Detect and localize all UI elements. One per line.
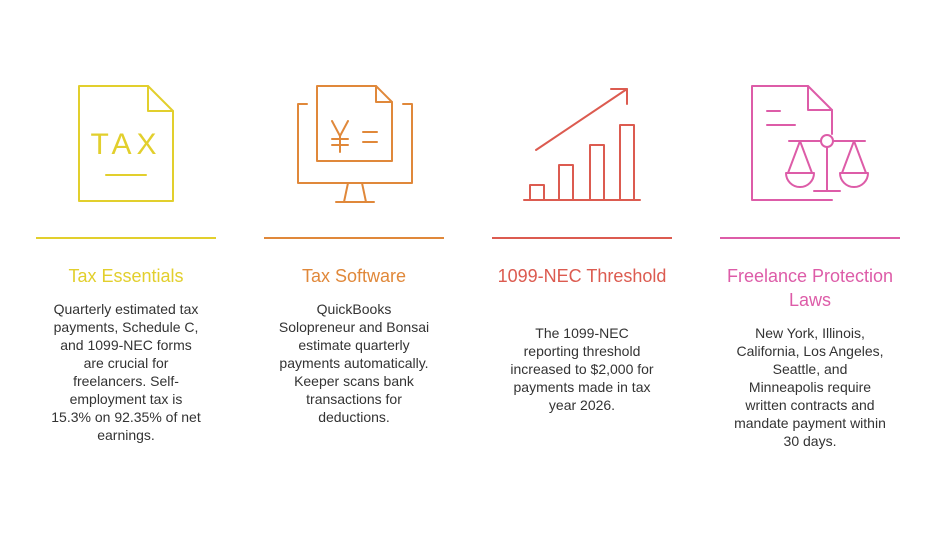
computer-yen-document-icon — [264, 78, 444, 210]
growth-bar-chart-icon — [492, 78, 672, 210]
tax-document-icon: TAX — [36, 78, 216, 210]
tax-essentials-description: Quarterly estimated tax payments, Schedu… — [51, 301, 201, 443]
threshold-description: The 1099-NEC reporting threshold increas… — [510, 325, 654, 413]
protection-laws-description: New York, Illinois, California, Los Ange… — [734, 325, 886, 449]
section-divider — [264, 237, 444, 239]
tax-essentials-column: TAX Tax Essentials Quarterly estimated t… — [36, 0, 216, 546]
protection-laws-title: Freelance Protection Laws — [726, 266, 894, 310]
tax-software-title: Tax Software — [301, 266, 407, 286]
section-divider — [720, 237, 900, 239]
tax-software-column: Tax Software QuickBooks Solopreneur and … — [264, 0, 444, 546]
section-divider — [492, 237, 672, 239]
tax-essentials-title: Tax Essentials — [68, 266, 184, 286]
tax-icon-label: TAX — [90, 128, 161, 161]
legal-scale-document-icon — [720, 78, 900, 210]
threshold-title: 1099-NEC Threshold — [497, 266, 667, 286]
protection-laws-column: Freelance Protection Laws New York, Illi… — [720, 0, 900, 546]
section-divider — [36, 237, 216, 239]
threshold-column: 1099-NEC Threshold The 1099-NEC reportin… — [492, 0, 672, 546]
tax-software-description: QuickBooks Solopreneur and Bonsai estima… — [278, 301, 430, 425]
